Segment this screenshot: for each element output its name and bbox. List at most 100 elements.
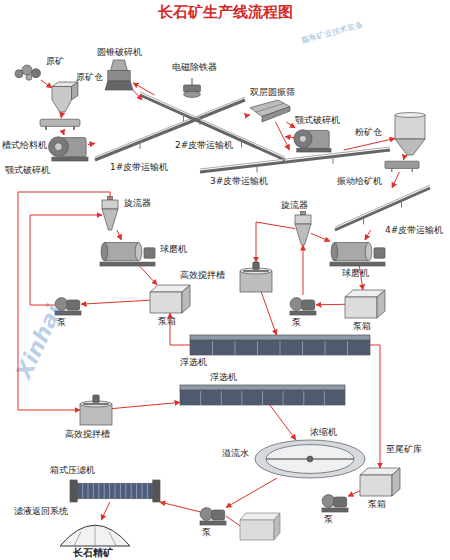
equipment-icon bbox=[322, 492, 348, 512]
flow-line bbox=[303, 245, 304, 295]
flow-line bbox=[101, 502, 110, 520]
equipment-node: 浮选机 bbox=[180, 385, 345, 405]
equipment-label: 球磨机 bbox=[160, 244, 187, 254]
equipment-icon bbox=[40, 118, 80, 130]
equipment-node: 双层圆振筛 bbox=[250, 100, 290, 122]
flow-line bbox=[30, 215, 102, 305]
equipment-node: 泵箱 bbox=[345, 290, 385, 318]
diagram-title: 长石矿生产线流程图 bbox=[0, 3, 450, 22]
equipment-label: 原矿仓 bbox=[76, 72, 103, 82]
equipment-node: 颚式破碎机 bbox=[295, 128, 331, 152]
flow-line bbox=[365, 230, 371, 240]
flow-line bbox=[392, 172, 399, 188]
equipment-label: 双层圆振筛 bbox=[250, 87, 295, 97]
equipment-icon bbox=[52, 82, 78, 112]
annotation-label: 溢流水 bbox=[222, 448, 249, 458]
equipment-label: 浮选机 bbox=[210, 372, 237, 382]
equipment-icon bbox=[14, 62, 42, 80]
flow-line bbox=[370, 345, 380, 468]
equipment-label: 泵箱 bbox=[368, 499, 386, 509]
equipment-icon bbox=[150, 285, 190, 313]
equipment-node: 泵箱 bbox=[360, 468, 400, 496]
flow-line bbox=[245, 115, 250, 116]
watermark: Xinhai bbox=[12, 301, 67, 382]
equipment-label: 粉矿仓 bbox=[355, 127, 382, 137]
equipment-label: 浮选机 bbox=[180, 357, 207, 367]
equipment-node: 球磨机 bbox=[100, 240, 155, 266]
equipment-label: 泵 bbox=[202, 527, 211, 537]
equipment-node: 长石精矿 bbox=[60, 520, 130, 546]
equipment-icon bbox=[360, 468, 400, 496]
equipment-label: 长石精矿 bbox=[73, 548, 113, 558]
equipment-label: 2#皮带运输机 bbox=[175, 140, 233, 150]
equipment-label: 浓缩机 bbox=[310, 427, 337, 437]
equipment-label: 泵 bbox=[292, 317, 301, 327]
equipment-node: 高效搅拌槽 bbox=[240, 262, 272, 292]
equipment-icon bbox=[60, 520, 130, 546]
equipment-node: 原矿仓 bbox=[52, 82, 78, 112]
equipment-icon bbox=[102, 200, 118, 230]
flow-line bbox=[160, 502, 200, 512]
equipment-node: 泵 bbox=[290, 295, 316, 315]
equipment-icon bbox=[100, 240, 155, 266]
equipment-node: 泵 bbox=[322, 492, 348, 512]
flow-line bbox=[81, 300, 150, 304]
equipment-label: 球磨机 bbox=[342, 268, 369, 278]
equipment-label: 4#皮带运输机 bbox=[385, 225, 443, 235]
pipe-line bbox=[226, 516, 240, 526]
flow-line bbox=[316, 304, 345, 306]
annotation-label: 滤液返回系统 bbox=[14, 506, 68, 516]
flow-line bbox=[285, 137, 295, 138]
flow-line bbox=[311, 233, 330, 241]
equipment-icon bbox=[250, 100, 290, 122]
equipment-icon bbox=[190, 335, 370, 355]
equipment-node: 3#皮带运输机 bbox=[200, 150, 390, 172]
flow-line bbox=[61, 112, 62, 118]
equipment-icon bbox=[180, 78, 204, 98]
flow-line bbox=[404, 155, 405, 160]
equipment-node: 浮选机 bbox=[190, 335, 370, 355]
equipment-icon bbox=[50, 135, 88, 161]
equipment-label: 高效搅拌槽 bbox=[180, 270, 225, 280]
flow-line bbox=[286, 122, 295, 128]
flow-line bbox=[270, 405, 296, 440]
equipment-node: 旋流器 bbox=[102, 200, 118, 230]
equipment-icon bbox=[295, 215, 311, 245]
flow-line bbox=[88, 143, 95, 144]
equipment-label: 振动给矿机 bbox=[337, 176, 382, 186]
equipment-label: 电磁除铁器 bbox=[172, 62, 217, 72]
equipment-node: 高效搅拌槽 bbox=[80, 395, 112, 425]
equipment-label: 1#皮带运输机 bbox=[110, 162, 168, 172]
equipment-node: 箱式压滤机 bbox=[70, 480, 160, 502]
flow-line bbox=[117, 230, 122, 240]
equipment-icon bbox=[290, 295, 316, 315]
equipment-label: 旋流器 bbox=[124, 198, 151, 208]
equipment-label: 泵箱 bbox=[158, 316, 176, 326]
equipment-node: 原矿 bbox=[14, 62, 42, 80]
equipment-node: 粉矿仓 bbox=[395, 115, 425, 155]
equipment-icon bbox=[295, 128, 331, 152]
flow-line bbox=[140, 266, 158, 285]
equipment-label: 3#皮带运输机 bbox=[210, 176, 268, 186]
flow-line bbox=[226, 478, 277, 508]
flow-line bbox=[112, 402, 180, 408]
equipment-label: 圆锥破碎机 bbox=[97, 47, 142, 57]
equipment-icon bbox=[180, 385, 345, 405]
equipment-icon bbox=[345, 290, 385, 318]
flow-line bbox=[62, 130, 64, 135]
flow-line bbox=[344, 138, 395, 150]
flow-line bbox=[261, 292, 276, 335]
equipment-icon bbox=[200, 150, 390, 172]
equipment-icon bbox=[255, 440, 365, 478]
equipment-label: 颚式破碎机 bbox=[295, 115, 340, 125]
flow-line bbox=[348, 491, 360, 496]
flow-line bbox=[41, 80, 52, 88]
flow-line bbox=[170, 313, 190, 345]
equipment-node: 振动给矿机 bbox=[385, 160, 419, 172]
equipment-icon bbox=[200, 505, 226, 525]
flow-line bbox=[256, 222, 295, 262]
equipment-label: 旋流器 bbox=[281, 200, 308, 210]
equipment-node: 4#皮带运输机 bbox=[335, 188, 430, 230]
